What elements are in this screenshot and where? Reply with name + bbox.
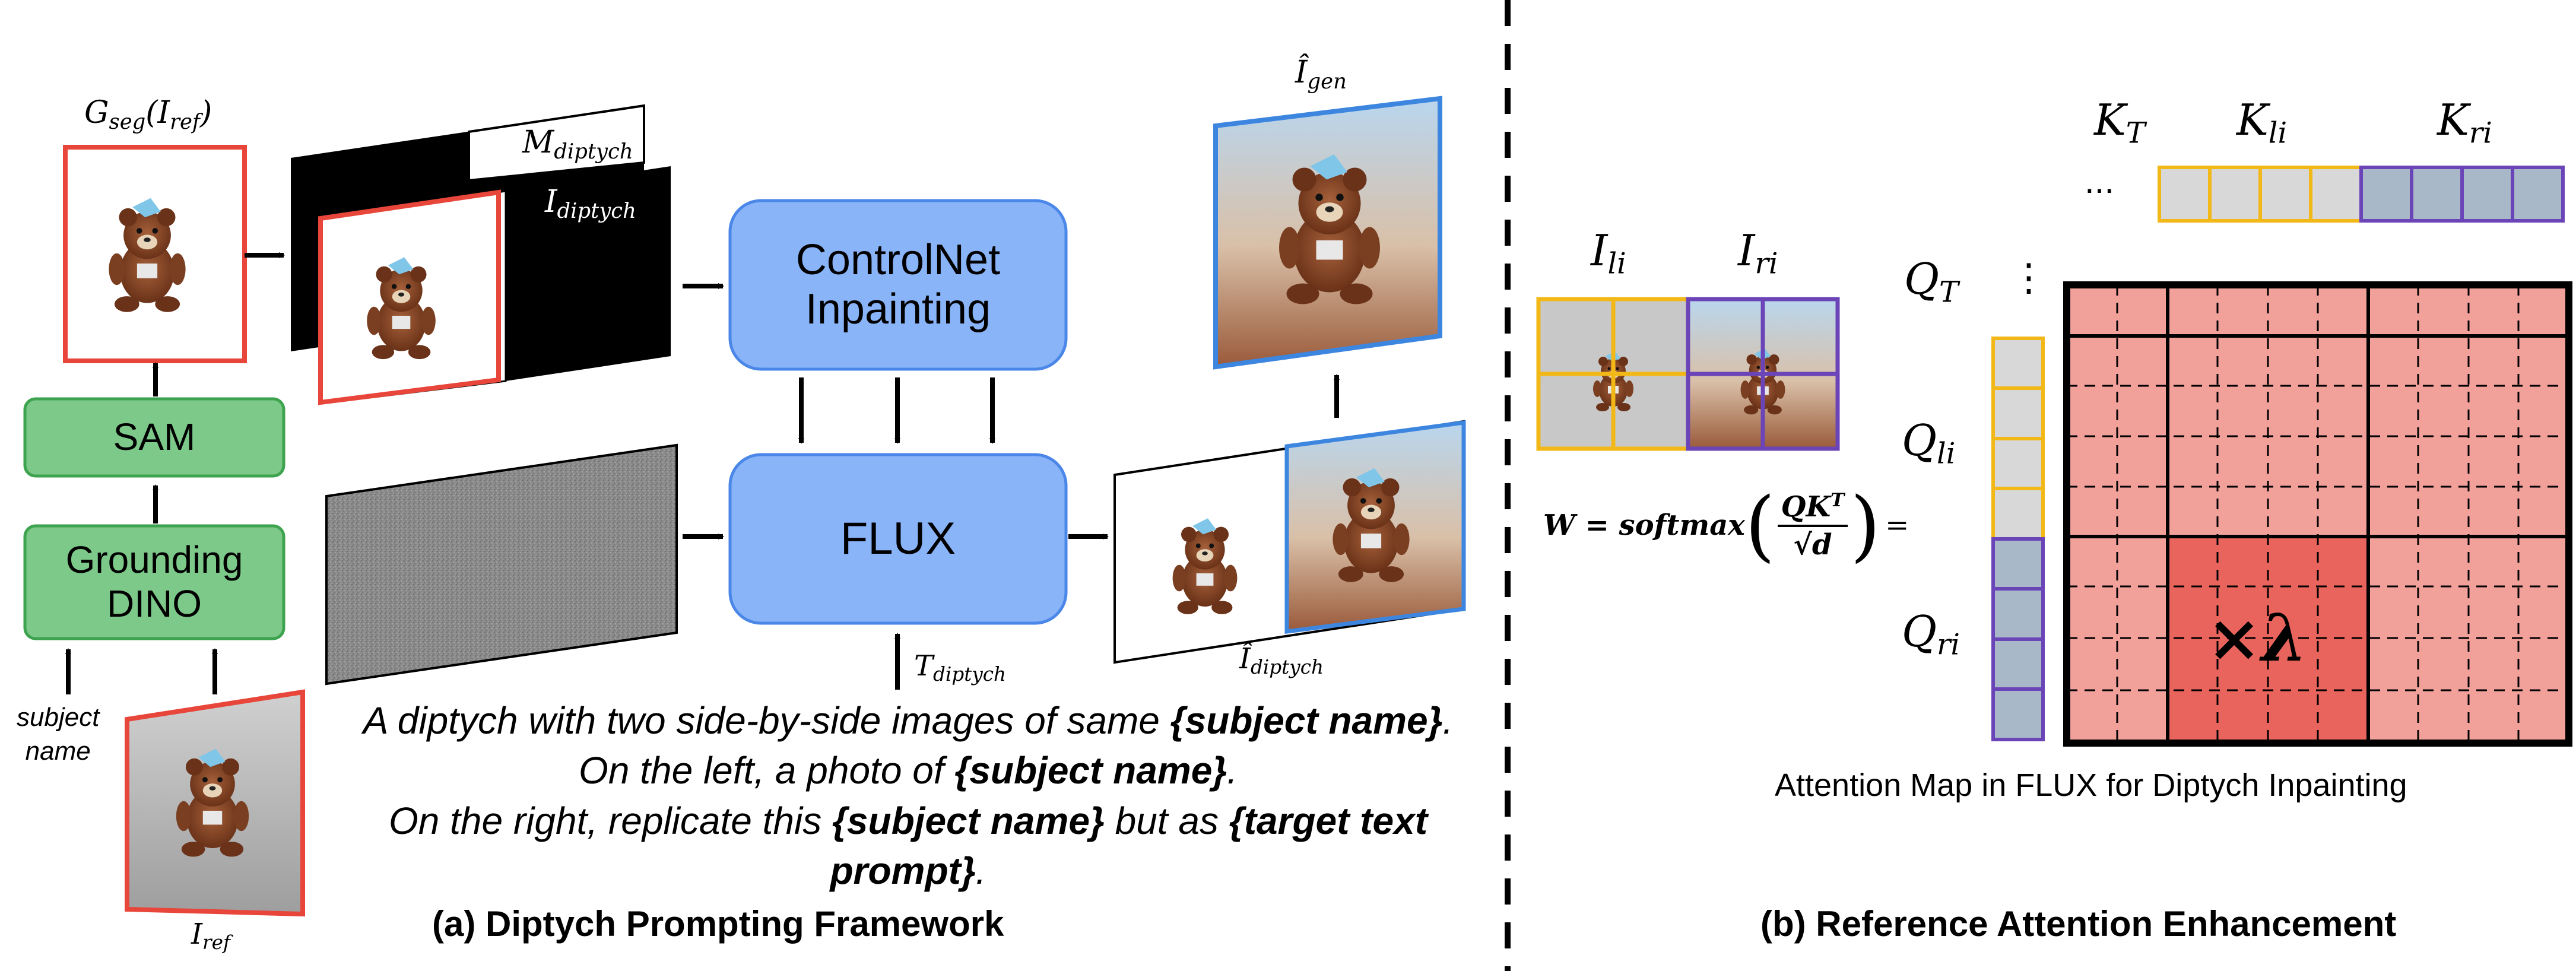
prompt-line-2: On the left, a photo of {subject name}. bbox=[579, 749, 1238, 792]
output-diptych-image bbox=[1113, 420, 1466, 664]
i-ref-label: Iref bbox=[191, 918, 230, 954]
patch-grid-li bbox=[1536, 297, 1690, 451]
grounding-dino-box-shape bbox=[23, 524, 285, 640]
caption-right: (b) Reference Attention Enhancement bbox=[1760, 904, 2397, 944]
k-li-label: Kli bbox=[2236, 95, 2288, 150]
i-gen-label: Îgen bbox=[1295, 55, 1347, 94]
controlnet-inpainting-box: ControlNet Inpainting bbox=[795, 236, 1001, 333]
flux-box-shape bbox=[728, 453, 1068, 625]
sam-box-shape bbox=[23, 397, 285, 478]
i-ri-label: Iri bbox=[1738, 226, 1778, 281]
q-ri-label: Qri bbox=[1902, 607, 1960, 662]
query-ellipsis: ⋮ bbox=[2010, 256, 2048, 299]
i-diptych-label: Idiptych bbox=[545, 184, 636, 223]
t-diptych-label: Tdiptych bbox=[914, 649, 1007, 686]
i-li-label: Ili bbox=[1591, 226, 1626, 281]
prompt-line-3: On the right, replicate this {subject na… bbox=[388, 799, 1428, 893]
k-ri-label: Kri bbox=[2437, 95, 2492, 150]
flux-box: FLUX bbox=[840, 513, 956, 564]
key-ellipsis: ... bbox=[2085, 161, 2115, 201]
reference-photo bbox=[125, 689, 305, 917]
prompt-line-1: A diptych with two side-by-side images o… bbox=[363, 699, 1454, 742]
attention-map-caption: Attention Map in FLUX for Diptych Inpain… bbox=[1775, 767, 2407, 803]
gseg-label: Gseg(Iref) bbox=[84, 95, 212, 134]
query-token-strip bbox=[1991, 337, 2045, 741]
diptych-input-image bbox=[318, 166, 671, 405]
controlnet-box-shape bbox=[728, 199, 1068, 371]
k-t-label: KT bbox=[2094, 95, 2146, 150]
noise-latent-image bbox=[325, 443, 678, 686]
key-token-strip bbox=[2158, 166, 2565, 223]
subject-name-label: subject name bbox=[17, 703, 100, 766]
generated-image bbox=[1213, 96, 1442, 370]
sam-box: SAM bbox=[113, 415, 196, 459]
q-t-label: QT bbox=[1904, 254, 1959, 309]
flow-arrows bbox=[65, 252, 1340, 694]
attention-map bbox=[2063, 281, 2572, 747]
grounding-dino-box: Grounding DINO bbox=[65, 538, 243, 625]
lambda-scale-label: ×λ bbox=[2207, 599, 2308, 676]
caption-left: (a) Diptych Prompting Framework bbox=[432, 904, 1004, 944]
m-diptych-label: Mdiptych bbox=[522, 125, 633, 164]
text-prompt: A diptych with two side-by-side images o… bbox=[321, 696, 1496, 896]
i-hat-diptych-label: Îdiptych bbox=[1239, 642, 1324, 679]
attention-formula: W = softmax ( QKT √d ) = bbox=[1543, 480, 1909, 570]
segmented-reference-image bbox=[63, 145, 247, 363]
patch-grid-ri bbox=[1686, 297, 1840, 451]
q-li-label: Qli bbox=[1902, 415, 1956, 471]
